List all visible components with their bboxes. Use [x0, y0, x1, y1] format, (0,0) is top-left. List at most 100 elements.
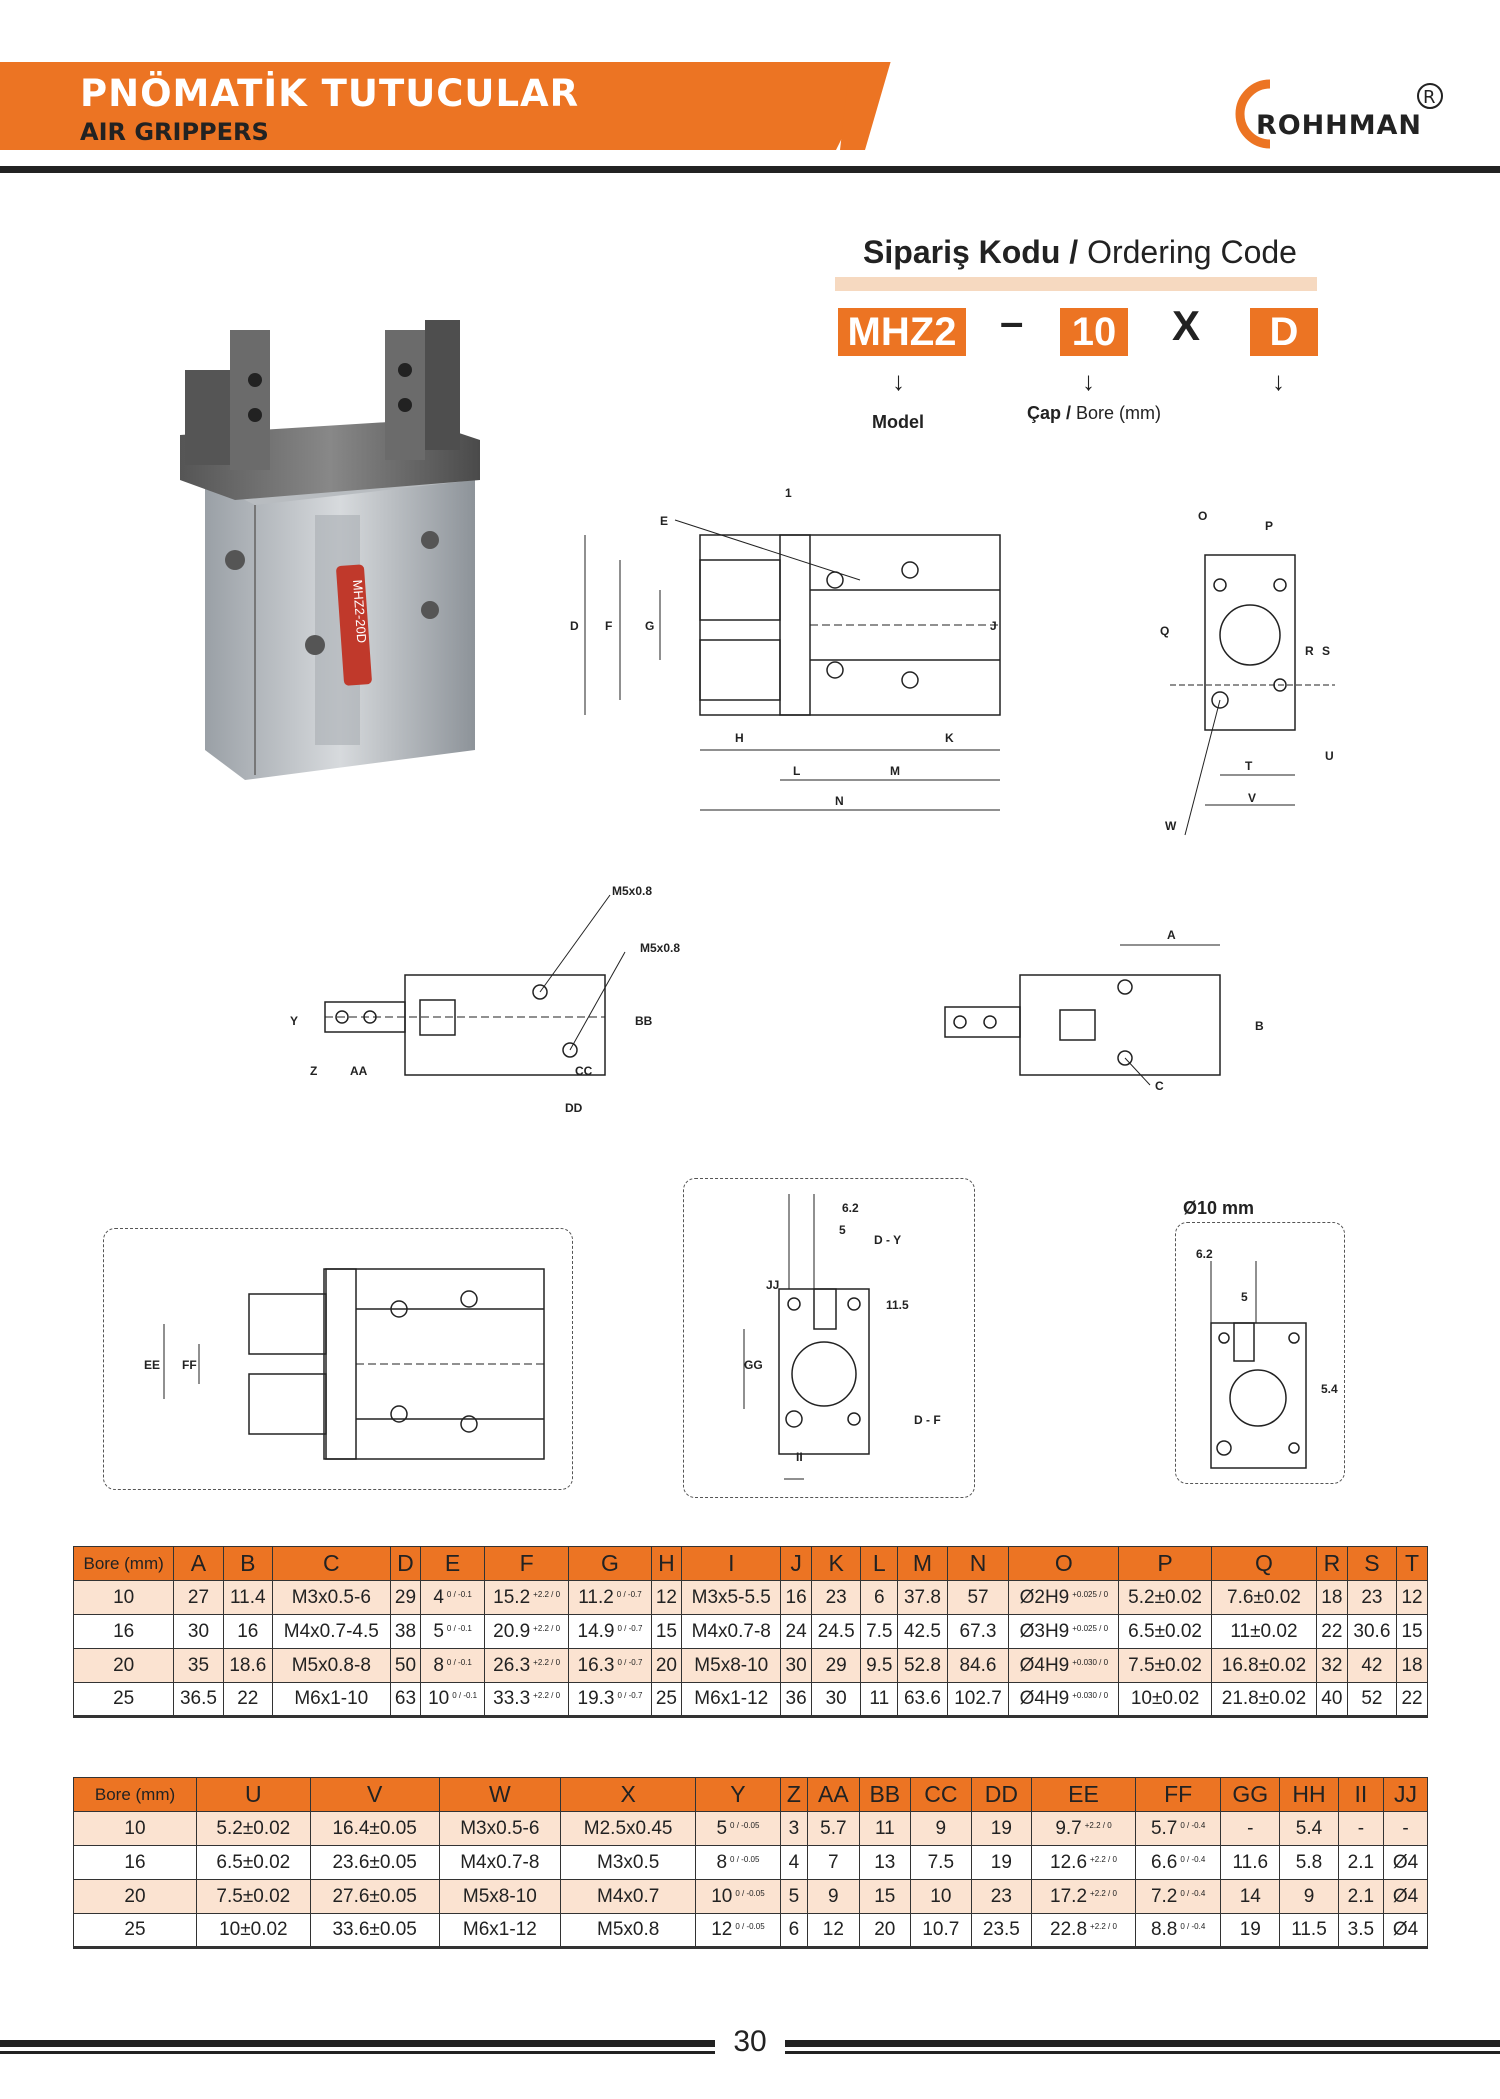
label-AA: AA: [350, 1064, 368, 1078]
cell-gg: 11.6: [1220, 1845, 1281, 1880]
cell-value: Ø4: [1392, 1919, 1419, 1940]
header-white-panel: [865, 62, 1500, 150]
cell-value: -: [1357, 1817, 1365, 1839]
cell-gg: 19: [1220, 1913, 1281, 1949]
cell-value: 10: [124, 1817, 146, 1839]
cell-n: 102.7: [946, 1682, 1010, 1718]
col-W: W: [438, 1777, 562, 1812]
label-D: D: [570, 619, 579, 633]
cell-tolerance: +0.025 / 0: [1072, 1589, 1109, 1599]
cell-t: 22: [1396, 1682, 1428, 1718]
cell-value: 7.5: [927, 1851, 955, 1873]
cell-ee: 12.6+2.2 / 0: [1031, 1845, 1136, 1880]
label-E: E: [660, 514, 668, 528]
cell-value: 9.5: [866, 1654, 893, 1676]
col-C: C: [271, 1546, 391, 1581]
cell-value: 11.4: [230, 1586, 266, 1608]
cell-v: 27.6±0.05: [309, 1879, 440, 1914]
cell-p: 7.5±0.02: [1118, 1648, 1212, 1683]
cell-value: Ø4: [1392, 1851, 1419, 1873]
label-Y: Y: [290, 1014, 298, 1028]
cell-tolerance: 0 / -0.05: [735, 1922, 765, 1931]
cell-m: 52.8: [897, 1648, 948, 1683]
cell-value: 3.5: [1347, 1919, 1375, 1940]
cell-p: 6.5±0.02: [1118, 1614, 1212, 1649]
cell-t: 15: [1396, 1614, 1428, 1649]
cell-a: 36.5: [173, 1682, 224, 1718]
label-A: A: [1167, 928, 1176, 942]
cell-value: 6.5±0.02: [216, 1851, 291, 1873]
cell-d: 38: [389, 1614, 422, 1649]
cell-u: 6.5±0.02: [196, 1845, 311, 1880]
cell-z: 4: [779, 1845, 809, 1880]
table-header-row: Bore (mm) U V W X Y Z AA BB CC DD EE FF …: [73, 1777, 1428, 1812]
label-B: B: [1255, 1019, 1264, 1033]
cell-dd: 19: [970, 1845, 1033, 1880]
cell-r: 18: [1316, 1580, 1348, 1615]
cell-bb: 13: [858, 1845, 912, 1880]
col-D: D: [389, 1546, 422, 1581]
cell-value: 37.8: [903, 1586, 941, 1608]
cell-value: M4x0.7-8: [460, 1851, 540, 1873]
cell-value: 22: [1401, 1688, 1423, 1709]
cell-value: 50: [394, 1654, 417, 1676]
cell-value: 21.8±0.02: [1221, 1688, 1307, 1709]
label-T: T: [1245, 759, 1253, 773]
label-P: P: [1265, 519, 1273, 533]
cell-z: 5: [779, 1879, 809, 1914]
cell-value: 11: [874, 1817, 895, 1839]
label-D-F: D - F: [914, 1413, 941, 1427]
brand-name: ROHHMAN: [1256, 110, 1421, 141]
cell-v: 23.6±0.05: [309, 1845, 440, 1880]
cell-value: 5: [433, 1620, 444, 1642]
label-S: S: [1322, 644, 1330, 658]
label-F: F: [605, 619, 612, 633]
cell-tolerance: +2.2 / 0: [1090, 1854, 1117, 1864]
cell-ii: -: [1337, 1811, 1385, 1846]
drawing-top-view-abc: A B C: [935, 925, 1275, 1105]
cell-value: 22: [237, 1688, 259, 1709]
cell-value: 15: [655, 1620, 677, 1642]
cell-n: 57: [946, 1580, 1010, 1615]
cell-value: M5x0.8: [597, 1919, 660, 1940]
cell-value: 57: [967, 1586, 989, 1608]
drawing-panel-dy: 6.2 5 D - Y JJ 11.5 GG D - F II: [683, 1178, 975, 1498]
cell-c: M3x0.5-6: [271, 1580, 391, 1615]
cell-value: M6x1-10: [294, 1688, 369, 1709]
cell-h: 15: [650, 1614, 683, 1649]
col-N: N: [946, 1546, 1010, 1581]
cell-value: M3x0.5-6: [291, 1586, 371, 1608]
cell-value: 8: [433, 1654, 444, 1676]
cell-value: 29: [825, 1654, 847, 1676]
cell-tolerance: 0 / -0.1: [452, 1691, 478, 1700]
cell-value: 52: [1361, 1688, 1383, 1709]
cell-value: 15.2: [493, 1586, 531, 1608]
col-G: G: [568, 1546, 652, 1581]
cell-i: M5x8-10: [681, 1648, 782, 1683]
cell-tolerance: 0 / -0.7: [616, 1589, 642, 1599]
cell-tolerance: 0 / -0.7: [617, 1657, 643, 1667]
cell-value: 23: [990, 1885, 1012, 1907]
col-AA: AA: [807, 1777, 860, 1812]
cell-l: 11: [860, 1682, 899, 1718]
cell-o: Ø4H9+0.030 / 0: [1008, 1648, 1120, 1683]
cell-value: 15: [1401, 1620, 1423, 1642]
cell-j: 30: [780, 1648, 812, 1683]
col-T: T: [1396, 1546, 1428, 1581]
ordering-underline: [835, 277, 1317, 291]
cell-value: M4x0.7: [597, 1885, 660, 1907]
label-FF: FF: [182, 1358, 197, 1372]
cell-l: 9.5: [860, 1648, 899, 1683]
cell-value: 5.7: [1150, 1817, 1178, 1839]
product-photo: MHZ2-20D: [175, 310, 505, 790]
cell-j: 16: [780, 1580, 812, 1615]
cell-value: 27.6±0.05: [332, 1885, 417, 1907]
cell-x: M2.5x0.45: [560, 1811, 697, 1846]
cell-value: 10: [930, 1885, 952, 1907]
